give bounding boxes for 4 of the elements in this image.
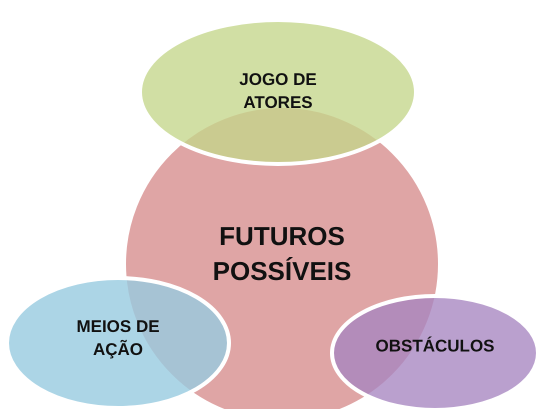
ellipse-label: JOGO DE ATORES: [238, 69, 318, 114]
ellipse-label: OBSTÁCULOS: [374, 336, 496, 358]
ellipse-label: FUTUROS POSSÍVEIS: [212, 220, 352, 288]
ellipse-label: MEIOS DE AÇÃO: [75, 316, 161, 361]
